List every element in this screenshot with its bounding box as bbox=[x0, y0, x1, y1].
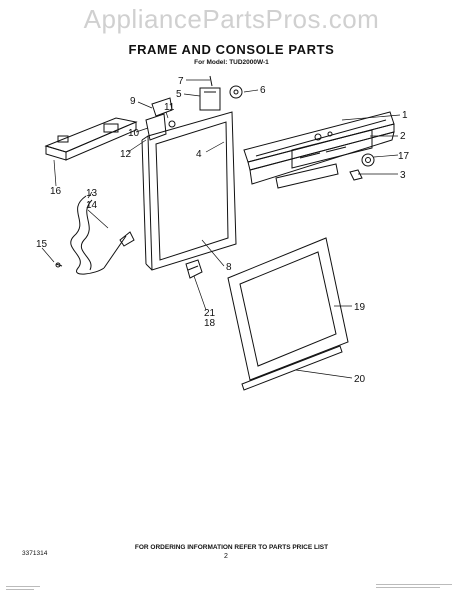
leader-lines bbox=[41, 79, 401, 379]
control-panel bbox=[291, 129, 373, 169]
callout-13: 13 bbox=[86, 188, 98, 199]
watermark: AppliancePartsPros.com bbox=[83, 4, 380, 34]
callout-7: 7 bbox=[178, 76, 184, 87]
page-number: 2 bbox=[224, 553, 228, 560]
door-panel bbox=[227, 237, 349, 381]
callout-14: 14 bbox=[86, 200, 98, 211]
vent-assembly bbox=[44, 117, 138, 161]
callout-20: 20 bbox=[354, 374, 366, 385]
callout-5: 5 bbox=[176, 89, 182, 100]
bottom-strip bbox=[241, 345, 343, 391]
callout-18: 18 bbox=[204, 318, 216, 329]
callout-8: 8 bbox=[226, 262, 232, 273]
clip bbox=[185, 259, 203, 279]
callout-6: 6 bbox=[260, 85, 266, 96]
ordering-note: FOR ORDERING INFORMATION REFER TO PARTS … bbox=[134, 544, 329, 551]
latch bbox=[349, 169, 363, 181]
callout-12: 12 bbox=[120, 149, 132, 160]
fine-print-right bbox=[376, 582, 456, 588]
model-subtitle: For Model: TUD2000W-1 bbox=[194, 59, 269, 66]
document-code: 3371314 bbox=[22, 550, 48, 557]
callout-15: 15 bbox=[36, 239, 48, 250]
callout-16: 16 bbox=[50, 186, 62, 197]
callout-3: 3 bbox=[400, 170, 406, 181]
callout-1: 1 bbox=[402, 110, 408, 121]
knob bbox=[361, 153, 375, 167]
callout-4: 4 bbox=[196, 149, 202, 160]
callout-17: 17 bbox=[398, 151, 410, 162]
page-title: FRAME AND CONSOLE PARTS bbox=[128, 42, 335, 57]
nameplate-strip bbox=[275, 163, 339, 189]
callout-21: 21 bbox=[204, 308, 216, 319]
callout-10: 10 bbox=[128, 128, 140, 139]
switch-assembly bbox=[199, 75, 243, 111]
callout-9: 9 bbox=[130, 96, 136, 107]
callout-2: 2 bbox=[400, 131, 406, 142]
callout-11: 11 bbox=[164, 102, 175, 113]
hinge-bracket bbox=[145, 97, 176, 141]
wiring-harness bbox=[55, 195, 135, 275]
callout-19: 19 bbox=[354, 302, 366, 313]
door-frame bbox=[141, 111, 237, 271]
fine-print-left bbox=[6, 584, 46, 590]
